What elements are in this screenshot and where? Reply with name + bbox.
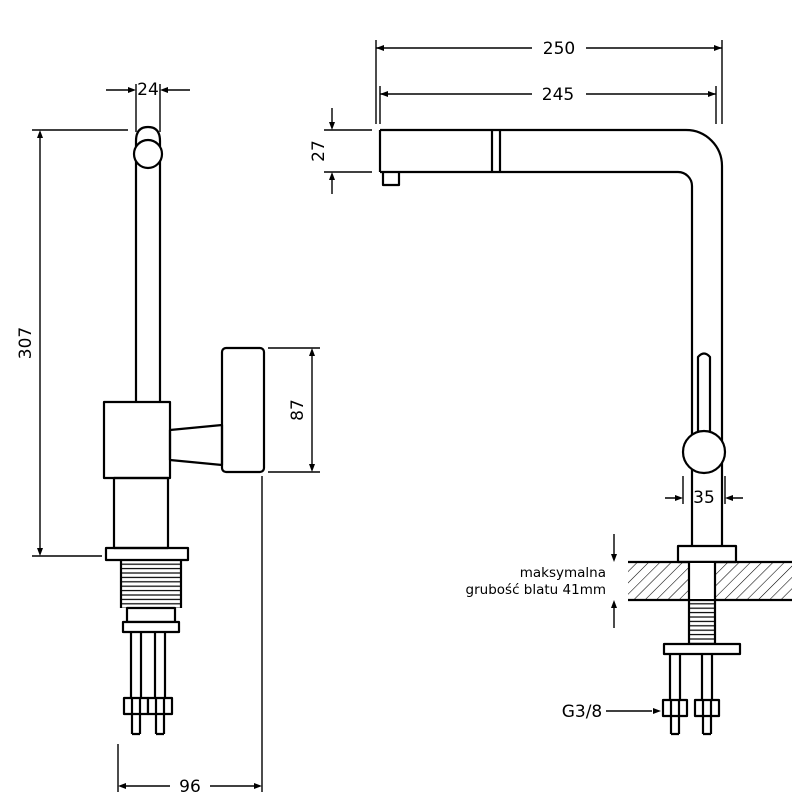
mounting-studs: [668, 654, 714, 700]
stud-tips: [130, 714, 166, 736]
arrowhead: [37, 130, 43, 138]
handle-ball: [681, 429, 727, 475]
mounting-nut: [122, 696, 150, 716]
front-view-faucet: [378, 128, 738, 564]
arrowhead: [128, 87, 136, 93]
thread-size-callout: G3/8: [562, 702, 661, 722]
spout-inner-outline: [380, 170, 694, 546]
arrowhead: [329, 172, 335, 180]
dimension-total-depth: 250: [375, 39, 723, 124]
faucet-body: [102, 400, 172, 480]
handle-lever: [220, 346, 266, 474]
arrowhead: [309, 464, 315, 472]
base-flange: [104, 546, 190, 562]
front-view-mounting: [661, 562, 742, 736]
handle-connector: [168, 423, 224, 467]
dimension-spout-width: 24: [106, 80, 190, 132]
arrowhead: [611, 600, 617, 608]
arrowhead: [160, 87, 168, 93]
mounting-washer: [121, 620, 181, 634]
countertop: [628, 560, 792, 602]
spout-outer-outline: [380, 128, 724, 546]
aerator: [381, 172, 401, 187]
dimension-handle-length: 87: [268, 347, 320, 473]
pullout-seam: [490, 131, 502, 171]
arrowhead: [708, 91, 716, 97]
handle-lever: [696, 352, 712, 434]
arrowhead: [376, 45, 384, 51]
mounting-bracket: [662, 642, 742, 656]
arrowhead: [254, 783, 262, 789]
body-neck: [112, 476, 170, 550]
shank-gap: [690, 563, 714, 599]
arrowhead: [675, 495, 683, 501]
dim-handle-length-label: 87: [288, 399, 308, 421]
mounting-nut: [146, 696, 174, 716]
dimension-base-depth: 96: [117, 476, 263, 797]
dim-total-height-label: 307: [16, 327, 36, 359]
countertop-note-line2: grubość blatu 41mm: [466, 582, 606, 598]
spout-column-outline: [134, 125, 162, 402]
dimension-spout-reach: 245: [379, 85, 717, 124]
dim-total-depth-label: 250: [543, 39, 575, 59]
countertop-surfaces: [628, 560, 792, 602]
mounting-nut: [693, 698, 721, 718]
arrowhead: [118, 783, 126, 789]
base-flange: [676, 544, 738, 564]
arrowhead: [37, 548, 43, 556]
side-view-faucet: [102, 125, 266, 736]
arrowhead: [309, 348, 315, 356]
countertop-note-line1: maksymalna: [520, 565, 606, 581]
dimension-spout-height: 27: [309, 108, 372, 194]
mounting-collar: [125, 606, 177, 624]
arrowhead: [611, 554, 617, 562]
arrowhead: [329, 122, 335, 130]
threaded-shank: [689, 602, 715, 644]
arrowhead: [380, 91, 388, 97]
threaded-shank: [121, 560, 181, 608]
arrowhead: [714, 45, 722, 51]
thread-size-label: G3/8: [562, 702, 603, 722]
dimension-body-width: 35: [665, 476, 743, 508]
countertop-thickness-note: maksymalna grubość blatu 41mm: [466, 534, 617, 628]
dimension-total-height: 307: [16, 129, 128, 557]
dim-spout-height-label: 27: [309, 140, 329, 162]
mounting-nut: [661, 698, 689, 718]
dim-spout-reach-label: 245: [542, 85, 574, 105]
stud-tips: [669, 716, 713, 736]
dim-base-depth-label: 96: [179, 777, 201, 797]
dim-body-width-label: 35: [693, 488, 715, 508]
mounting-studs: [129, 632, 167, 698]
arrowhead: [653, 708, 661, 714]
swivel-ball: [132, 138, 164, 170]
arrowhead: [725, 495, 733, 501]
dim-spout-width-label: 24: [137, 80, 159, 100]
